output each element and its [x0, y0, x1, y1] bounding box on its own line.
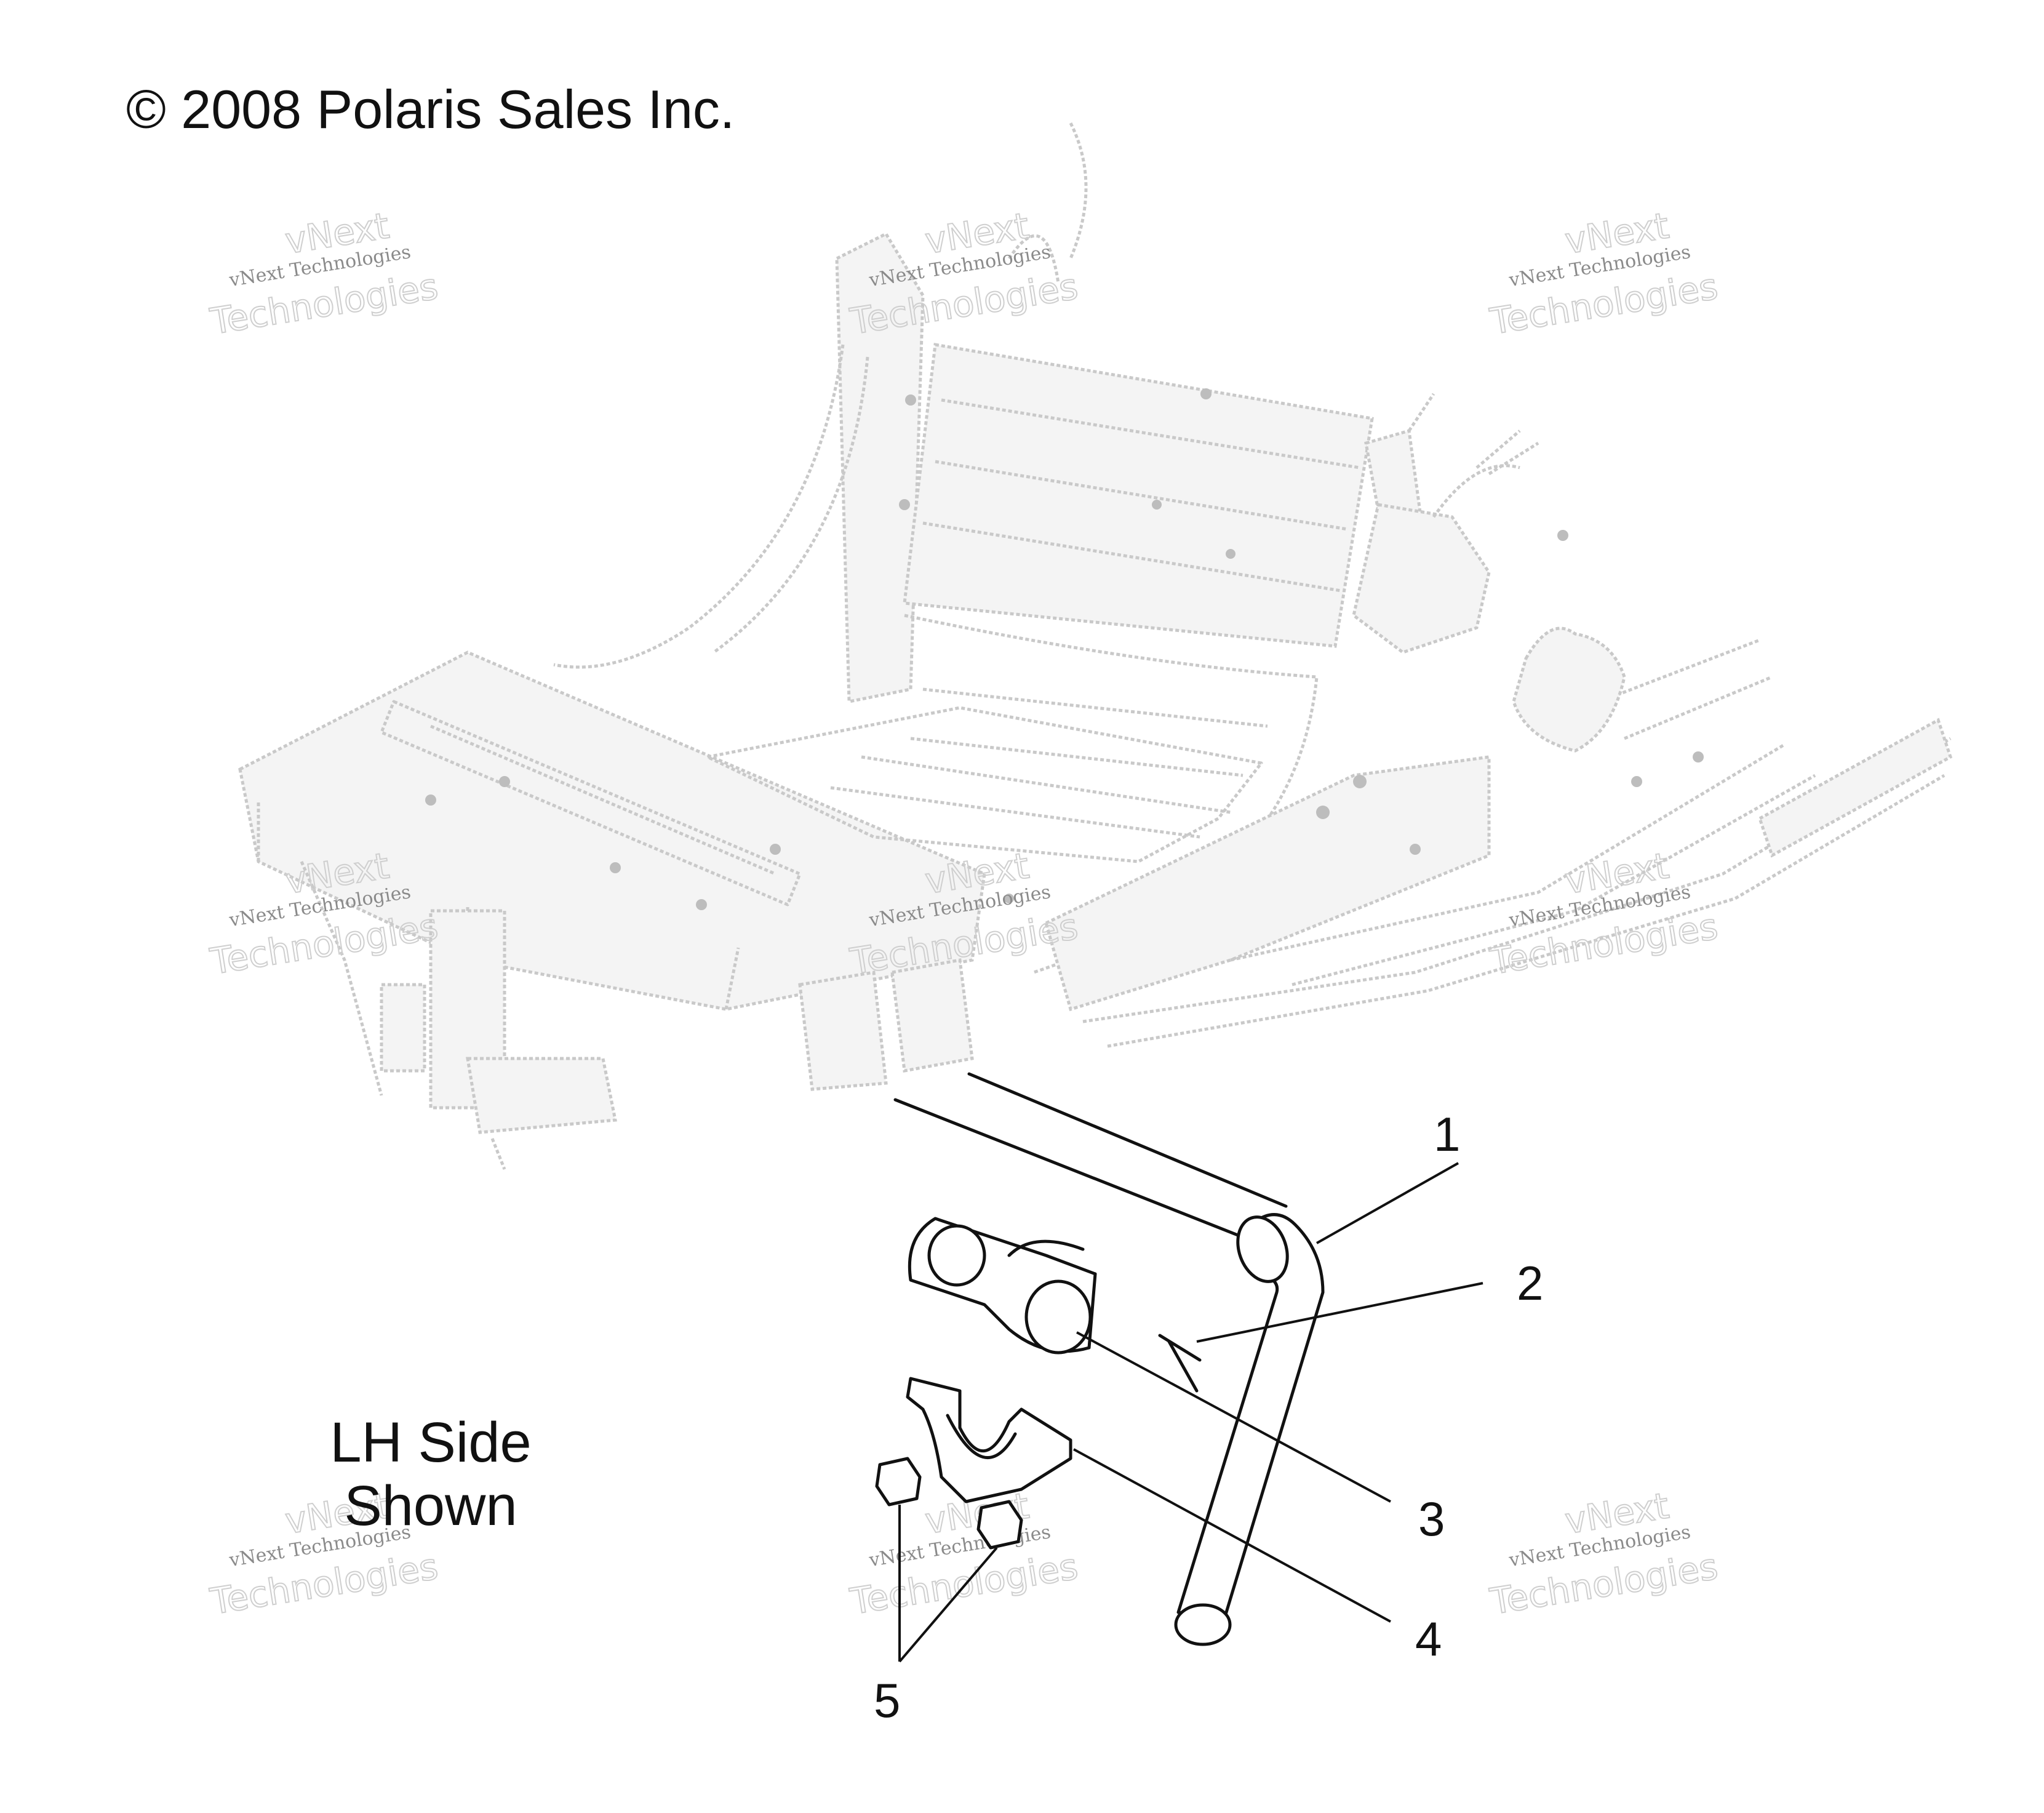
vehicle-frame-drawing [238, 122, 1953, 1170]
leader-line-5b [898, 1547, 998, 1663]
watermark: vNext vNext Technologies Technologies [1487, 204, 1722, 343]
callout-numbers: 1 2 3 4 5 [874, 1107, 1543, 1727]
leader-line-3 [1076, 1331, 1391, 1503]
side-note-line-1: LH Side [330, 1411, 531, 1474]
bushing-part [908, 1217, 1097, 1355]
callout-5: 5 [874, 1673, 900, 1727]
callout-1: 1 [1434, 1107, 1460, 1161]
watermark: vNext vNext Technologies Technologies [847, 1484, 1082, 1623]
watermark: vNext vNext Technologies Technologies [847, 204, 1082, 343]
copyright-text: © 2008 Polaris Sales Inc. [126, 79, 735, 140]
callout-2: 2 [1517, 1256, 1543, 1310]
watermark: vNext vNext Technologies Technologies [1487, 844, 1722, 983]
leader-line-4 [1073, 1448, 1391, 1623]
leader-line-2 [1196, 1282, 1483, 1343]
callout-4: 4 [1415, 1612, 1442, 1666]
leader-line-1 [1316, 1162, 1459, 1244]
leader-lines [898, 1162, 1483, 1663]
bracket-part [906, 1377, 1072, 1503]
watermark: vNext vNext Technologies Technologies [207, 204, 442, 343]
stabilizer-bar-part [893, 1072, 1325, 1646]
clip-pin-part [1158, 1334, 1202, 1393]
nuts-part [875, 1457, 1023, 1550]
side-note-line-2: Shown [344, 1475, 517, 1537]
side-shown-note: LH Side Shown [330, 1411, 531, 1537]
watermark: vNext vNext Technologies Technologies [1487, 1484, 1722, 1623]
callout-3: 3 [1418, 1492, 1445, 1546]
